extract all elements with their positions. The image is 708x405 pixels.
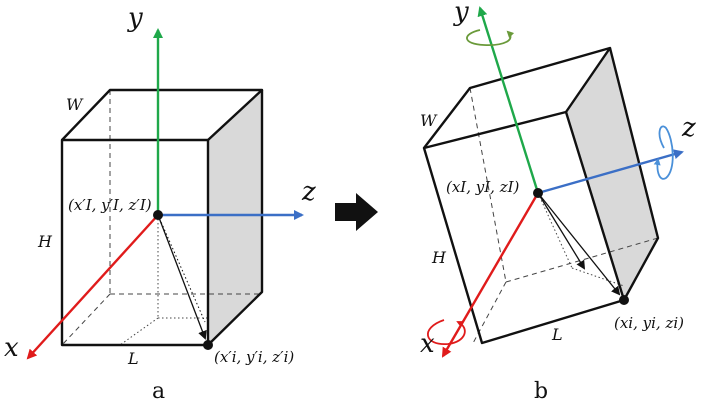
hidden-edges-a — [61, 90, 262, 346]
y-axis-b — [477, 6, 540, 194]
x-axis-b — [441, 192, 540, 358]
length-label-b: L — [551, 325, 563, 344]
right-face-a — [208, 90, 262, 345]
width-label-a: W — [66, 95, 84, 114]
panel-a: y z x W H L (x′I, y′I, z′I) (x′i, y′i, z… — [4, 3, 316, 404]
hidden-edges-b — [469, 87, 659, 346]
right-arrow-icon — [335, 193, 378, 231]
vector-to-corner-b — [537, 192, 586, 270]
vertex-point-a — [203, 340, 213, 350]
z-axis-label-b: z — [681, 113, 696, 143]
rotation-x-icon — [427, 319, 466, 345]
vector-to-vertex-a — [157, 214, 207, 340]
caption-b: b — [534, 379, 548, 404]
rotation-y-icon — [466, 29, 515, 46]
origin-label-a: (x′I, y′I, z′I) — [68, 196, 152, 214]
y-axis-label-b: y — [453, 0, 469, 27]
origin-point-a — [153, 210, 163, 220]
caption-a: a — [152, 379, 165, 404]
vector-to-corner-a — [157, 214, 206, 323]
width-label-b: W — [420, 111, 438, 130]
y-axis-label-a: y — [127, 3, 143, 33]
height-label-b: H — [431, 248, 447, 267]
origin-label-b: (xI, yI, zI) — [446, 178, 520, 196]
right-face-b — [566, 48, 658, 300]
x-axis-label-b: x — [420, 329, 435, 359]
height-label-a: H — [37, 232, 53, 251]
length-label-a: L — [127, 349, 139, 368]
vector-to-vertex-b — [537, 192, 621, 296]
rotation-z-icon — [653, 125, 674, 180]
vertex-label-b: (xi, yi, zi) — [614, 314, 684, 332]
vertex-point-b — [619, 295, 629, 305]
origin-point-b — [533, 188, 543, 198]
panel-b: y z x W H L (xI, yI, zI) (xi, yi, zi) b — [420, 0, 696, 404]
vertex-label-a: (x′i, y′i, z′i) — [214, 348, 294, 366]
z-axis-label-a: z — [301, 177, 316, 207]
x-axis-label-a: x — [4, 333, 19, 363]
x-axis-a — [26, 214, 159, 360]
